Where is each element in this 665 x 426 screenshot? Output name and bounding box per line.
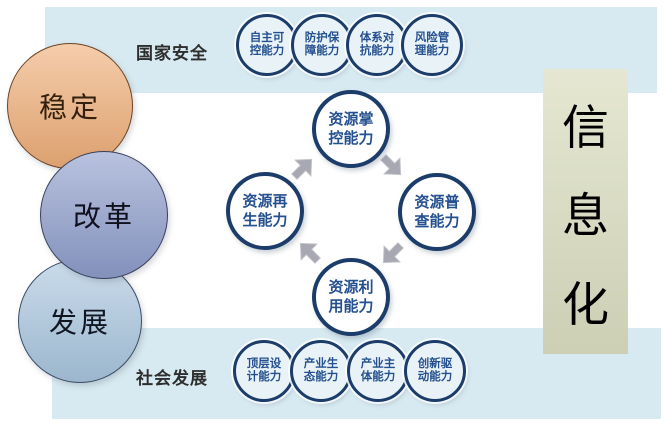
- pillar-circle-reform: 改革: [40, 151, 168, 279]
- cycle-text: 资源利: [328, 279, 374, 296]
- capability-text: 态能力: [303, 371, 339, 383]
- capability-text: 创新驱: [417, 357, 453, 370]
- top-capability-circle-4: 风险管 理能力: [401, 14, 463, 76]
- capability-text: 风险管: [414, 31, 450, 44]
- pillar-label-reform: 改革: [72, 202, 135, 233]
- social-development-label: 社会发展: [136, 369, 208, 388]
- bottom-capability-circle-4: 创新驱 动能力: [404, 340, 466, 402]
- bottom-capability-circle-2: 产业生 态能力: [290, 340, 352, 402]
- cycle-text: 资源普: [414, 194, 460, 211]
- pillar-label-stability: 稳定: [38, 93, 101, 124]
- informatization-char: 化: [562, 279, 609, 332]
- informatization-char: 信: [562, 102, 609, 155]
- capability-text: 自主可: [249, 31, 285, 44]
- cycle-circle-resource-utilization: 资源利 用能力: [312, 258, 390, 336]
- capability-text: 计能力: [246, 371, 282, 383]
- capability-text: 产业主: [360, 357, 396, 370]
- pillar-label-development: 发展: [48, 308, 111, 339]
- cycle-text: 生能力: [242, 212, 288, 229]
- cycle-text: 用能力: [328, 298, 374, 315]
- cycle-text: 资源再: [242, 193, 288, 210]
- capability-text: 控能力: [249, 45, 285, 57]
- cycle-text: 控能力: [328, 130, 374, 147]
- capability-text: 产业生: [303, 357, 339, 370]
- capability-text: 动能力: [417, 371, 453, 383]
- cycle-circle-resource-control: 资源掌 控能力: [312, 90, 390, 168]
- capability-text: 体系对: [359, 31, 395, 44]
- cycle-arrow-right-to-bottom-icon: [382, 242, 404, 264]
- capability-text: 防护保: [304, 31, 340, 44]
- pillar-circle-stability: 稳定: [7, 43, 133, 169]
- cycle-arrow-left-to-top-icon: [291, 158, 313, 180]
- cycle-arrow-top-to-right-icon: [380, 154, 402, 176]
- informatization-panel: 信 息 化: [543, 69, 628, 354]
- cycle-circle-resource-survey: 资源普 查能力: [398, 173, 476, 251]
- national-security-label: 国家安全: [136, 44, 208, 63]
- capability-text: 顶层设: [246, 357, 282, 370]
- pillar-circle-development: 发展: [18, 259, 142, 383]
- informatization-char: 息: [562, 191, 609, 243]
- top-capability-circle-2: 防护保 障能力: [291, 14, 353, 76]
- bottom-capability-circle-1: 顶层设 计能力: [233, 340, 295, 402]
- capability-text: 体能力: [360, 371, 396, 383]
- top-capability-circle-3: 体系对 抗能力: [346, 14, 408, 76]
- cycle-circle-resource-regeneration: 资源再 生能力: [226, 172, 304, 250]
- cycle-arrow-bottom-to-left-icon: [299, 242, 321, 264]
- cycle-text: 查能力: [414, 213, 460, 230]
- capability-text: 抗能力: [359, 45, 395, 57]
- capability-text: 障能力: [304, 45, 340, 57]
- bottom-capability-circle-3: 产业主 体能力: [347, 340, 409, 402]
- cycle-text: 资源掌: [328, 111, 374, 128]
- top-capability-circle-1: 自主可 控能力: [236, 14, 298, 76]
- capability-text: 理能力: [414, 45, 450, 57]
